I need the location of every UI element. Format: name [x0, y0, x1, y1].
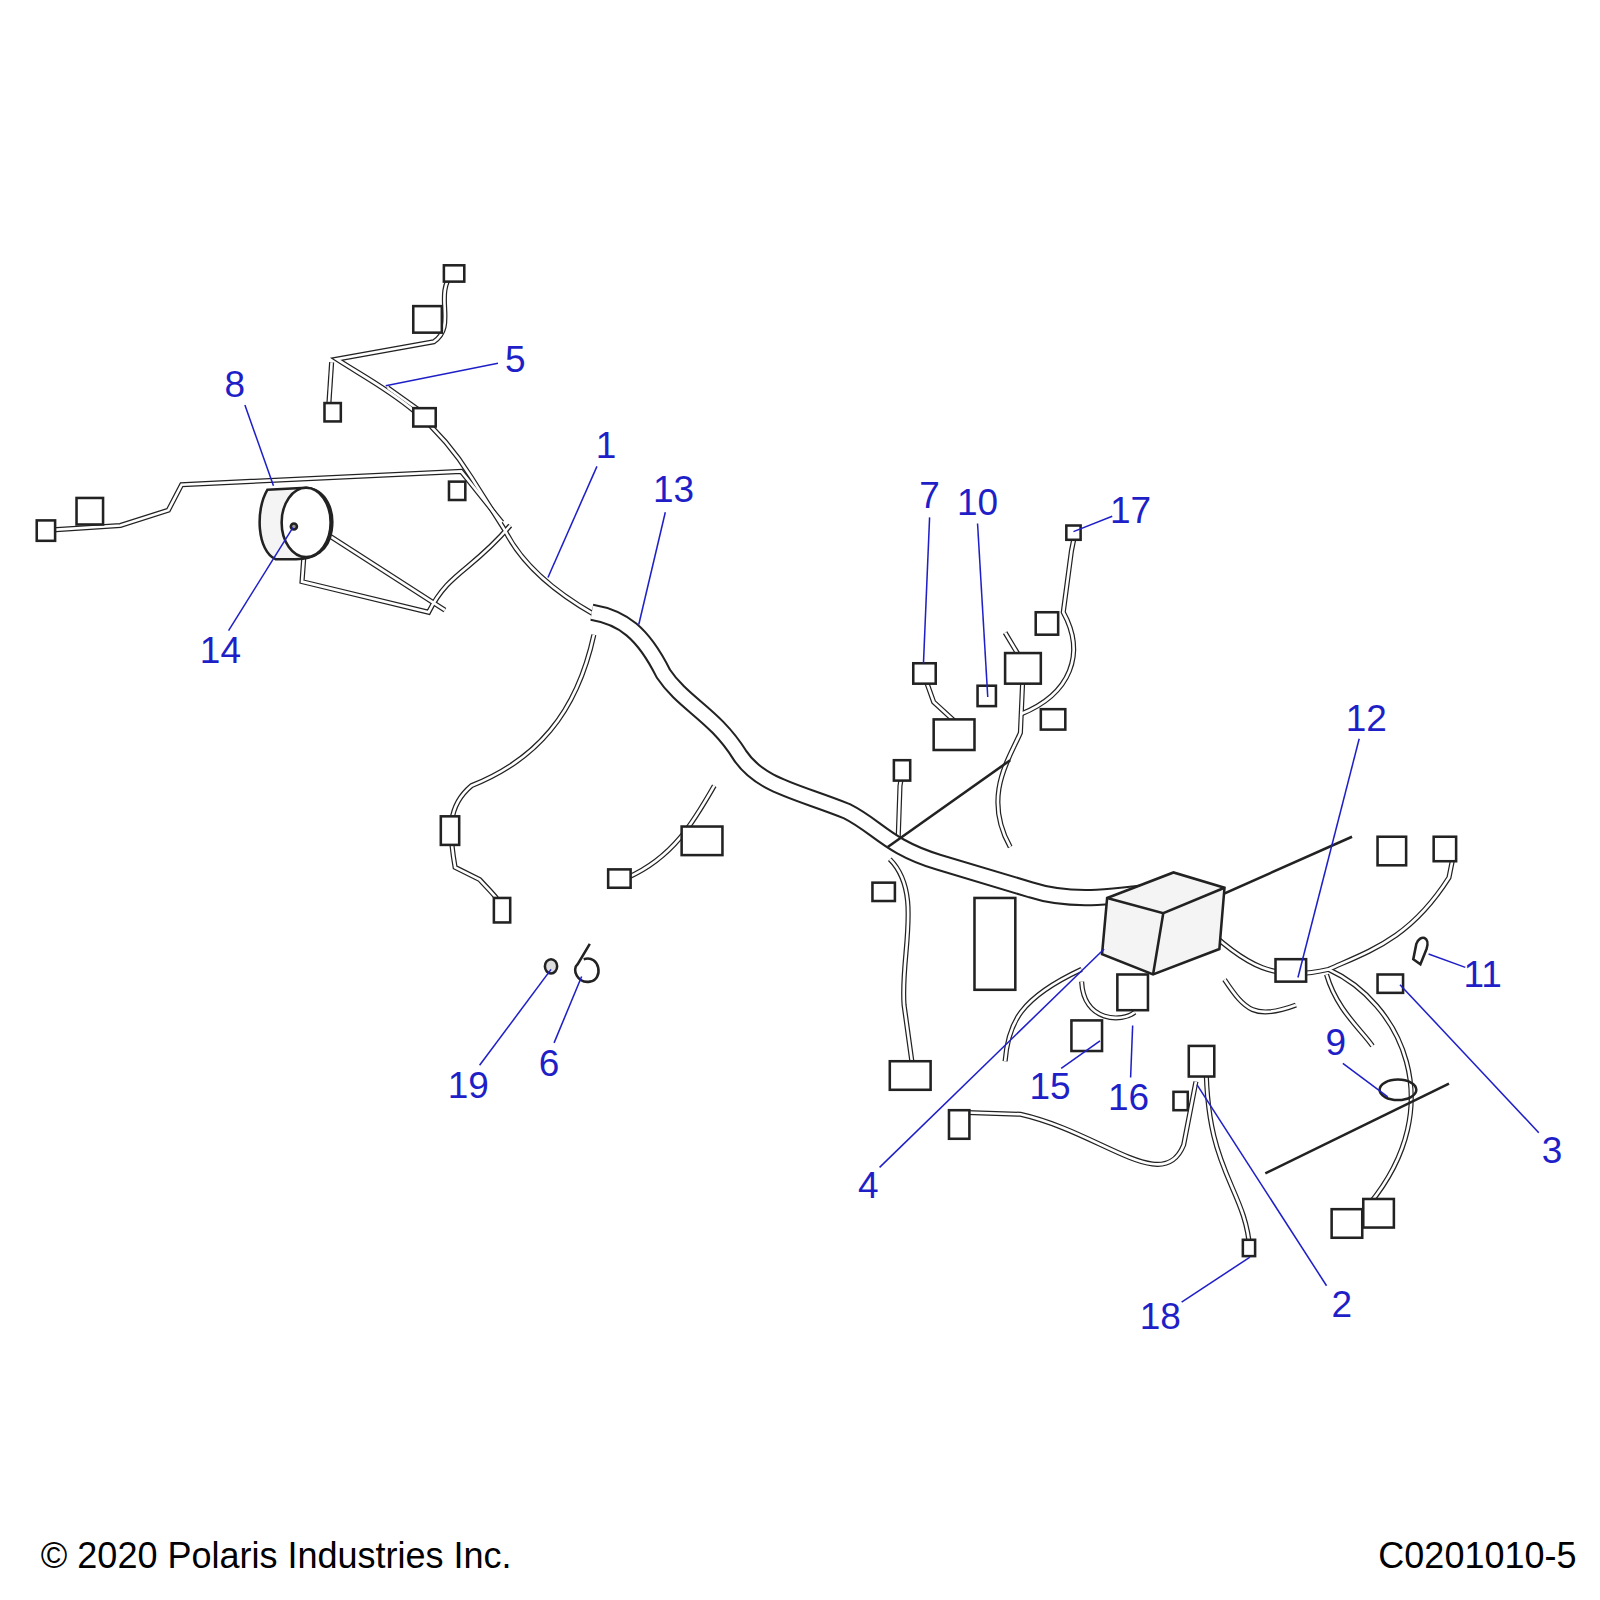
callout-number: 4	[858, 1167, 879, 1204]
callout-number: 14	[200, 632, 241, 669]
callout-number: 18	[1140, 1298, 1181, 1335]
callout-number: 16	[1108, 1079, 1149, 1116]
callout-number: 10	[957, 484, 998, 521]
callout-number: 19	[448, 1067, 489, 1104]
callout-number: 7	[919, 477, 940, 514]
callout-number: 8	[224, 366, 245, 403]
callout-number: 12	[1346, 700, 1387, 737]
callout-number: 6	[539, 1045, 560, 1082]
drawing-number: C0201010-5	[1378, 1538, 1576, 1574]
callout-number: 3	[1542, 1132, 1563, 1169]
callout-number: 5	[505, 341, 526, 378]
callout-number: 2	[1332, 1286, 1353, 1323]
callout-number: 11	[1463, 956, 1501, 993]
callout-number: 1	[596, 427, 617, 464]
callout-number: 17	[1110, 492, 1151, 529]
callout-number: 13	[653, 471, 694, 508]
callout-number: 9	[1325, 1024, 1346, 1061]
callout-number: 15	[1029, 1068, 1070, 1105]
copyright-note: © 2020 Polaris Industries Inc.	[41, 1538, 512, 1574]
